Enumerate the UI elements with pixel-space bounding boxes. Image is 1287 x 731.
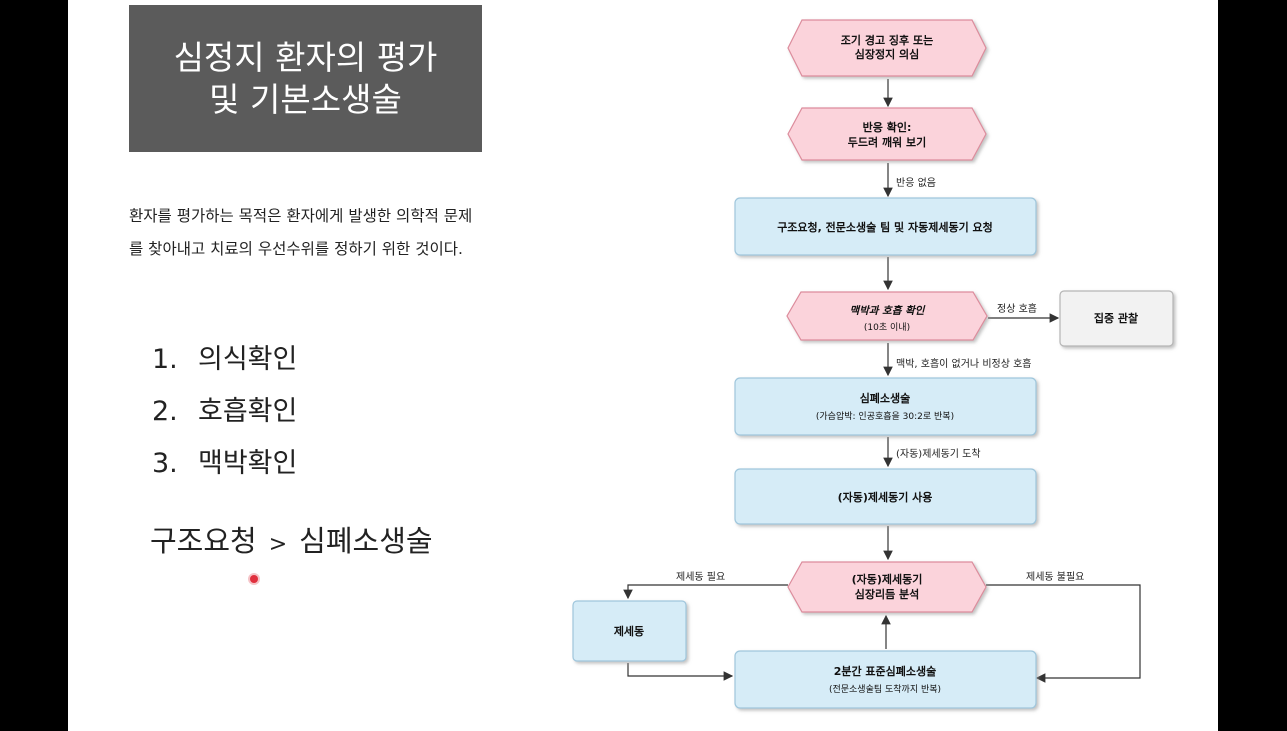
node-warning-line2: 심장정지 의심 <box>855 47 920 61</box>
slide: 심정지 환자의 평가 및 기본소생술 환자를 평가하는 목적은 환자에게 발생한… <box>68 0 1218 731</box>
cpr-flowchart: 반응 없음 정상 호흡 맥박, 호흡이 없거나 비정상 호흡 (자동)제세동기 … <box>572 19 1174 709</box>
intro-text: 환자를 평가하는 목적은 환자에게 발생한 의학적 문제 를 찾아내고 치료의 … <box>129 200 569 266</box>
node-response: 반응 확인: 두드려 깨워 보기 <box>787 107 987 161</box>
step-label: 호흡확인 <box>198 396 298 427</box>
summary-left: 구조요청 <box>150 524 257 558</box>
node-analysis: (자동)제세동기 심장리듬 분석 <box>787 561 987 613</box>
node-cpr2: 2분간 표준심폐소생술 (전문소생술팀 도착까지 반복) <box>734 650 1037 709</box>
node-call: 구조요청, 전문소생술 팀 및 자동제세동기 요청 <box>734 197 1037 256</box>
label-no-pulse: 맥박, 호흡이 없거나 비정상 호흡 <box>896 357 1032 370</box>
node-cpr2-line1: 2분간 표준심폐소생술 <box>834 664 937 678</box>
title-line-2: 및 기본소생술 <box>209 79 402 119</box>
node-pulse-line1: 맥박과 호흡 확인 <box>850 304 926 317</box>
step-item: 1. 의식확인 <box>152 340 297 392</box>
node-cpr2-line2: (전문소생술팀 도착까지 반복) <box>829 683 941 695</box>
intro-line-1: 환자를 평가하는 목적은 환자에게 발생한 의학적 문제 <box>129 207 473 225</box>
right-black-bar <box>1218 10 1287 731</box>
node-observe: 집중 관찰 <box>1059 290 1174 347</box>
steps-list: 1. 의식확인 2. 호흡확인 3. 맥박확인 <box>152 340 297 496</box>
node-aed-use: (자동)제세동기 사용 <box>734 468 1037 525</box>
node-cpr-line1: 심폐소생술 <box>860 391 911 405</box>
label-shock-not-needed: 제세동 불필요 <box>1026 571 1084 583</box>
node-defib: 제세동 <box>572 600 687 662</box>
node-observe-line1: 집중 관찰 <box>1094 311 1138 325</box>
title-box: 심정지 환자의 평가 및 기본소생술 <box>129 5 482 152</box>
node-analysis-line1: (자동)제세동기 <box>852 572 923 586</box>
title-line-1: 심정지 환자의 평가 <box>173 37 438 77</box>
node-pulse-line2: (10초 이내) <box>864 322 910 333</box>
label-aed-arrive: (자동)제세동기 도착 <box>896 448 981 460</box>
step-item: 2. 호흡확인 <box>152 392 297 444</box>
node-call-line1: 구조요청, 전문소생술 팀 및 자동제세동기 요청 <box>777 220 993 234</box>
edge-analysis-cpr2 <box>986 584 1141 683</box>
label-no-response: 반응 없음 <box>896 176 936 189</box>
step-label: 맥박확인 <box>198 448 298 479</box>
summary-separator: > <box>268 532 288 557</box>
summary-right: 심폐소생술 <box>299 524 433 558</box>
connectors <box>623 79 1141 683</box>
label-shock-needed: 제세동 필요 <box>676 571 725 583</box>
edge-defib-cpr2 <box>627 663 734 681</box>
step-number: 1. <box>152 344 178 375</box>
node-warning-line1: 조기 경고 징후 또는 <box>841 33 933 47</box>
summary-line: 구조요청 > 심폐소생술 <box>150 518 433 560</box>
step-item: 3. 맥박확인 <box>152 444 297 496</box>
pointer-dot <box>250 575 258 583</box>
label-normal-breathing: 정상 호흡 <box>997 302 1037 315</box>
node-cpr-line2: (가슴압박: 인공호흡을 30:2로 반복) <box>816 410 954 422</box>
node-analysis-line2: 심장리듬 분석 <box>855 587 920 601</box>
intro-line-2: 를 찾아내고 치료의 우선수위를 정하기 위한 것이다. <box>129 240 463 258</box>
step-number: 2. <box>152 396 178 427</box>
node-warning: 조기 경고 징후 또는 심장정지 의심 <box>787 19 987 77</box>
node-response-line1: 반응 확인: <box>863 120 912 134</box>
edge-analysis-defib <box>623 584 788 600</box>
node-pulse: 맥박과 호흡 확인 (10초 이내) <box>786 291 988 341</box>
step-label: 의식확인 <box>198 344 298 375</box>
node-defib-line1: 제세동 <box>614 624 644 638</box>
node-response-line2: 두드려 깨워 보기 <box>848 135 927 149</box>
node-aed-use-line1: (자동)제세동기 사용 <box>838 490 933 504</box>
node-cpr: 심폐소생술 (가슴압박: 인공호흡을 30:2로 반복) <box>734 377 1037 436</box>
step-number: 3. <box>152 448 178 479</box>
